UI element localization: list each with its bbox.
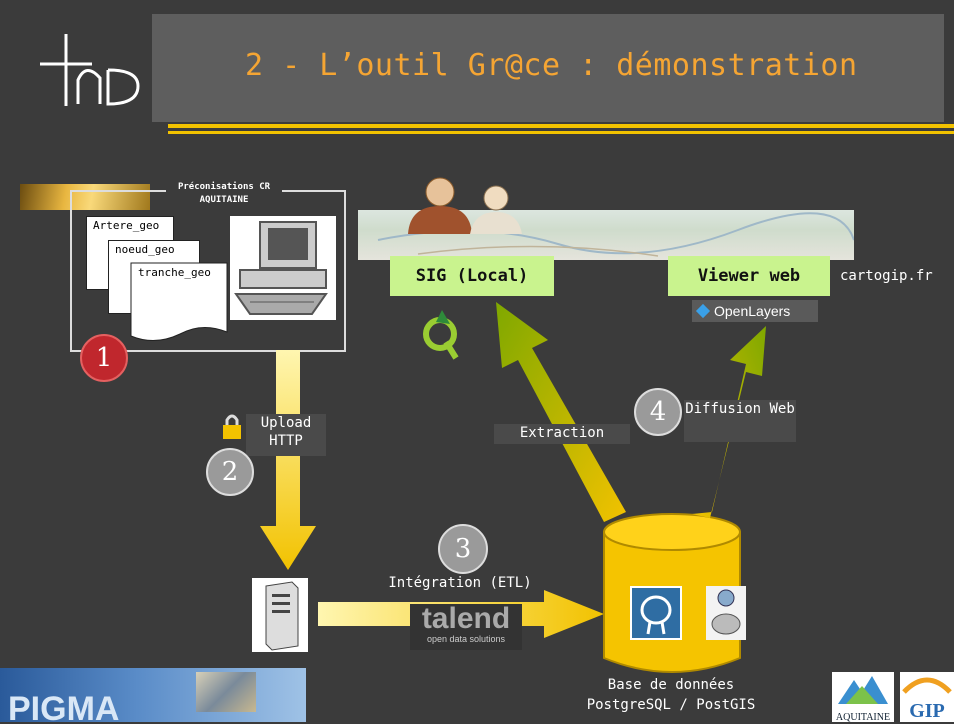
- aquitaine-label: AQUITAINE: [835, 712, 891, 723]
- extraction-label: Extraction: [494, 424, 630, 444]
- pigma-logo-text: PIGMA: [8, 690, 120, 722]
- diffusion-arrow: [692, 326, 766, 518]
- database-label: Base de données: [607, 677, 735, 693]
- talend-wordmark: talend: [421, 602, 511, 635]
- gip-logo: GIP: [900, 672, 954, 722]
- gip-label: GIP: [909, 700, 945, 722]
- pigma-banner: PIGMA: [0, 668, 306, 722]
- pigma-photo: [196, 672, 256, 712]
- doc-tranche-shape: [130, 262, 228, 341]
- step-2-badge: 2: [206, 448, 254, 496]
- thd-logo: [40, 34, 140, 106]
- qgis-icon: [423, 310, 459, 360]
- preconisations-title: Préconisations CR AQUITAINE: [166, 178, 282, 215]
- talend-logo: talend open data solutions: [410, 604, 522, 650]
- title-bar: [152, 14, 944, 122]
- upload-label: Upload HTTP: [246, 414, 326, 456]
- integration-label: Intégration (ETL): [388, 575, 532, 591]
- openlayers-label: OpenLayers: [714, 303, 791, 319]
- viewer-web-label: Viewer web: [668, 256, 830, 296]
- doc-label: noeud_geo: [115, 243, 175, 256]
- title-underline: [168, 124, 954, 128]
- diffusion-label: Diffusion Web: [684, 400, 796, 442]
- openlayers-badge: OpenLayers: [692, 300, 818, 322]
- cartogip-label: cartogip.fr: [840, 268, 933, 284]
- sig-local-label: SIG (Local): [390, 256, 554, 296]
- postgis-icon: [706, 586, 746, 640]
- users-icon: [408, 177, 522, 234]
- step-3-badge: 3: [438, 524, 488, 574]
- openlayers-icon: [695, 303, 711, 319]
- aquitaine-logo: AQUITAINE: [832, 672, 894, 723]
- server-icon: [252, 578, 308, 652]
- lock-icon: [222, 412, 242, 440]
- doc-label: Artere_geo: [93, 219, 160, 232]
- title-underline-2: [168, 131, 954, 134]
- step-4-badge: 4: [634, 388, 682, 436]
- page-title: 2 - L’outil Gr@ce : démonstration: [245, 48, 858, 83]
- talend-subtitle: open data solutions: [426, 634, 506, 644]
- upload-arrow: [260, 350, 316, 570]
- computer-icon: [230, 216, 336, 320]
- postgresql-icon: [630, 586, 682, 640]
- decorative-strip: [20, 184, 150, 210]
- extraction-arrow: [496, 302, 626, 522]
- database-sublabel: PostgreSQL / PostGIS: [586, 697, 756, 713]
- doc-tranche-label: tranche_geo: [138, 266, 211, 279]
- step-1-badge: 1: [80, 334, 128, 382]
